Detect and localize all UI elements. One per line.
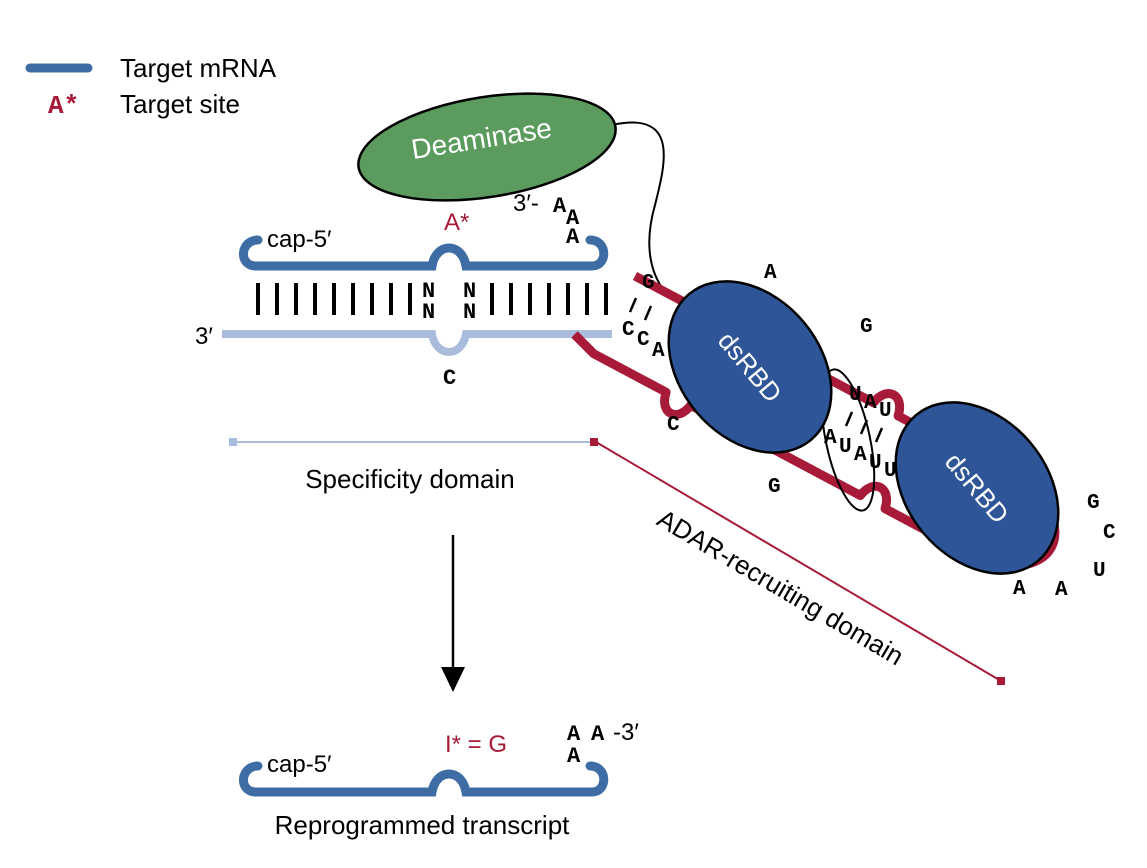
dsrbd-linker-loop (820, 368, 876, 512)
hairpin-base-a3: A (864, 392, 877, 415)
pair-top-n-1: N (422, 279, 435, 304)
recruiting-domain-bracket (595, 441, 1002, 682)
hairpin-base-c5: C (1103, 522, 1116, 545)
hairpin-base-c3: C (667, 414, 680, 437)
pair-top-n-2: N (463, 279, 476, 304)
specificity-bracket-end-left (229, 438, 237, 446)
result-3prime-suffix: -3′ (613, 719, 639, 746)
legend-mrna-label: Target mRNA (120, 53, 277, 83)
hairpin-base-g4: G (1087, 492, 1100, 515)
reprogrammed-mrna-strand (239, 761, 609, 797)
polyA-base-3: A (566, 225, 580, 250)
polyA-base-2: A (566, 206, 580, 231)
result-polyA-base-3: A (567, 744, 581, 769)
legend-site-label: Target site (120, 89, 240, 119)
edited-base-label: I* = G (445, 731, 507, 758)
result-polyA-base-1: A (567, 722, 581, 747)
recruiting-domain-label: ADAR-recruiting domain (652, 503, 909, 671)
guide-3prime-label: 3′ (195, 323, 213, 350)
deaminase-domain (357, 92, 617, 202)
result-polyA-base-2: A (591, 722, 605, 747)
hairpin-base-c1: C (622, 319, 635, 342)
hairpin-base-a6: A (1055, 579, 1068, 602)
specificity-bracket-end-right (590, 438, 598, 446)
dsrbd-domain-1 (667, 280, 833, 454)
deaminase-linker (611, 121, 666, 293)
target-mrna-strand (239, 235, 609, 271)
polyA-prefix: 3′- (513, 190, 539, 217)
reaction-arrow-head (441, 667, 465, 692)
mismatch-base-c: C (443, 366, 456, 391)
hairpin-base-a7: A (1013, 578, 1026, 601)
hairpin-base-g3: G (860, 316, 873, 339)
hairpin-base-u6: U (1093, 560, 1106, 583)
hairpin-base-a1: A (652, 340, 665, 363)
specificity-domain-label: Specificity domain (305, 464, 515, 494)
base-pair-bars (256, 283, 608, 315)
hairpin-base-u3: U (839, 436, 852, 459)
hairpin-base-g1: G (642, 272, 655, 295)
cap-5prime-label: cap-5′ (267, 226, 332, 253)
pair-bottom-n-2: N (463, 300, 476, 325)
guide-rna-strand (222, 330, 612, 356)
dsrbd-domain-2 (894, 401, 1060, 575)
hairpin-base-u5: U (884, 460, 897, 483)
hairpin-base-c2: C (637, 329, 650, 352)
hairpin-base-u2: U (879, 400, 892, 423)
target-site-label: A* (444, 209, 469, 236)
pair-bottom-n-1: N (422, 300, 435, 325)
polyA-base-1: A (553, 194, 567, 219)
hairpin-base-u4: U (869, 452, 882, 475)
recruiting-bracket-end (997, 677, 1005, 685)
hairpin-base-a5: A (854, 444, 867, 467)
hairpin-base-a2: A (764, 262, 777, 285)
result-cap-label: cap-5′ (267, 751, 332, 778)
hairpin-base-g2: G (768, 476, 781, 499)
legend-site-symbol: A* (48, 91, 79, 121)
result-caption: Reprogrammed transcript (275, 810, 571, 840)
hairpin-pair-ticks (628, 297, 884, 443)
